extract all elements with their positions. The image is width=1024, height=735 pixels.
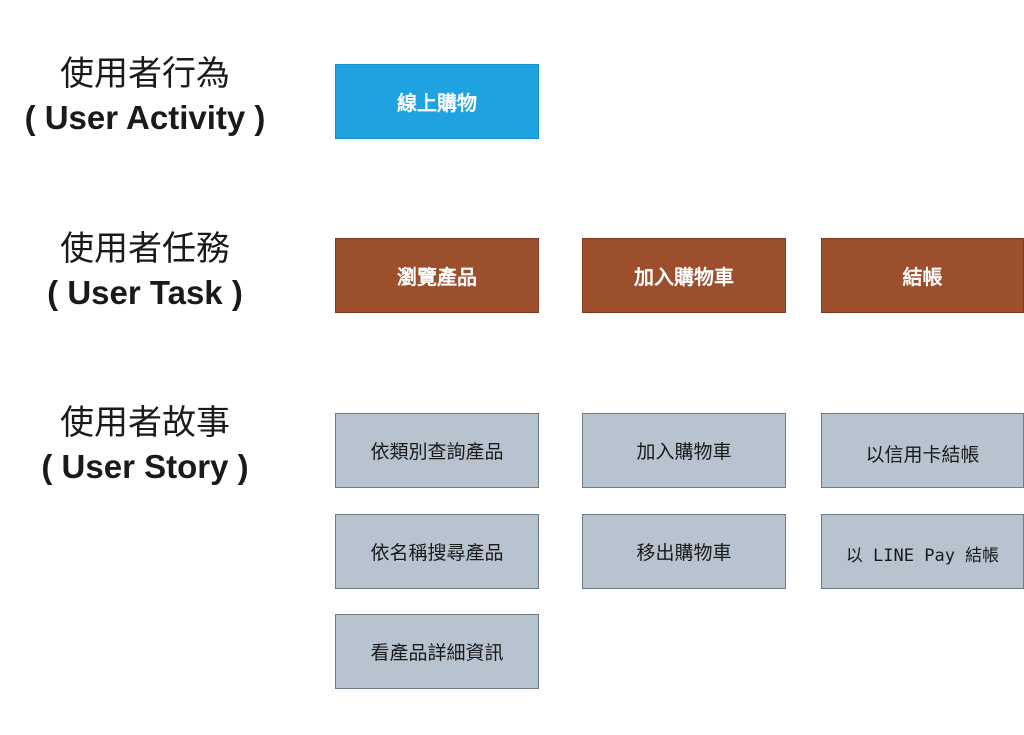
task-row-label: 使用者任務 ( User Task ): [0, 227, 290, 315]
story-card-pay-by-line-pay: 以 LINE Pay 結帳: [821, 514, 1024, 589]
task-card-browse-products: 瀏覽產品: [335, 238, 539, 313]
task-row-label-en: ( User Task ): [47, 274, 243, 311]
story-row-label-zh: 使用者故事: [60, 403, 230, 443]
story-row-label-en: ( User Story ): [41, 448, 249, 485]
story-card-add-to-cart: 加入購物車: [582, 413, 786, 488]
activity-row-label-en: ( User Activity ): [24, 99, 266, 136]
story-card-search-by-name: 依名稱搜尋產品: [335, 514, 539, 589]
task-card-checkout: 結帳: [821, 238, 1024, 313]
activity-row-label: 使用者行為 ( User Activity ): [0, 52, 290, 140]
story-card-view-product-details: 看產品詳細資訊: [335, 614, 539, 689]
story-card-query-by-category: 依類別查詢產品: [335, 413, 539, 488]
task-card-add-to-cart: 加入購物車: [582, 238, 786, 313]
activity-row-label-zh: 使用者行為: [60, 54, 230, 94]
story-card-remove-from-cart: 移出購物車: [582, 514, 786, 589]
story-card-pay-by-credit-card: 以信用卡結帳: [821, 413, 1024, 488]
activity-card-online-shopping: 線上購物: [335, 64, 539, 139]
task-row-label-zh: 使用者任務: [60, 229, 230, 269]
story-row-label: 使用者故事 ( User Story ): [0, 401, 290, 489]
